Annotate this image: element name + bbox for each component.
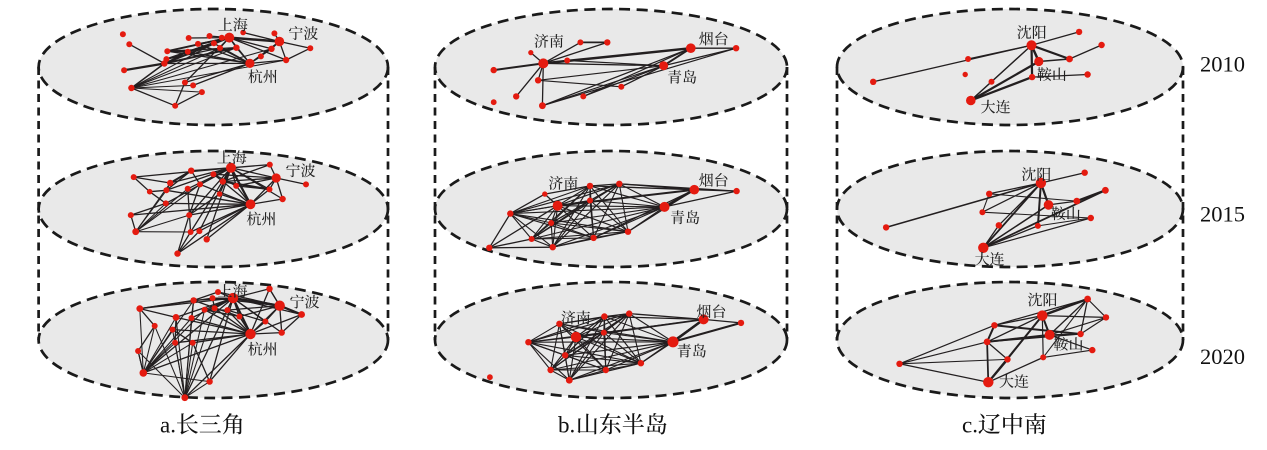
svg-text:b.: b.	[558, 413, 575, 438]
svg-text:2015: 2015	[1200, 202, 1245, 227]
svg-text:c.: c.	[962, 413, 978, 438]
svg-text:2020: 2020	[1200, 344, 1245, 369]
svg-text:a.: a.	[160, 413, 176, 438]
svg-text:2010: 2010	[1200, 52, 1245, 77]
